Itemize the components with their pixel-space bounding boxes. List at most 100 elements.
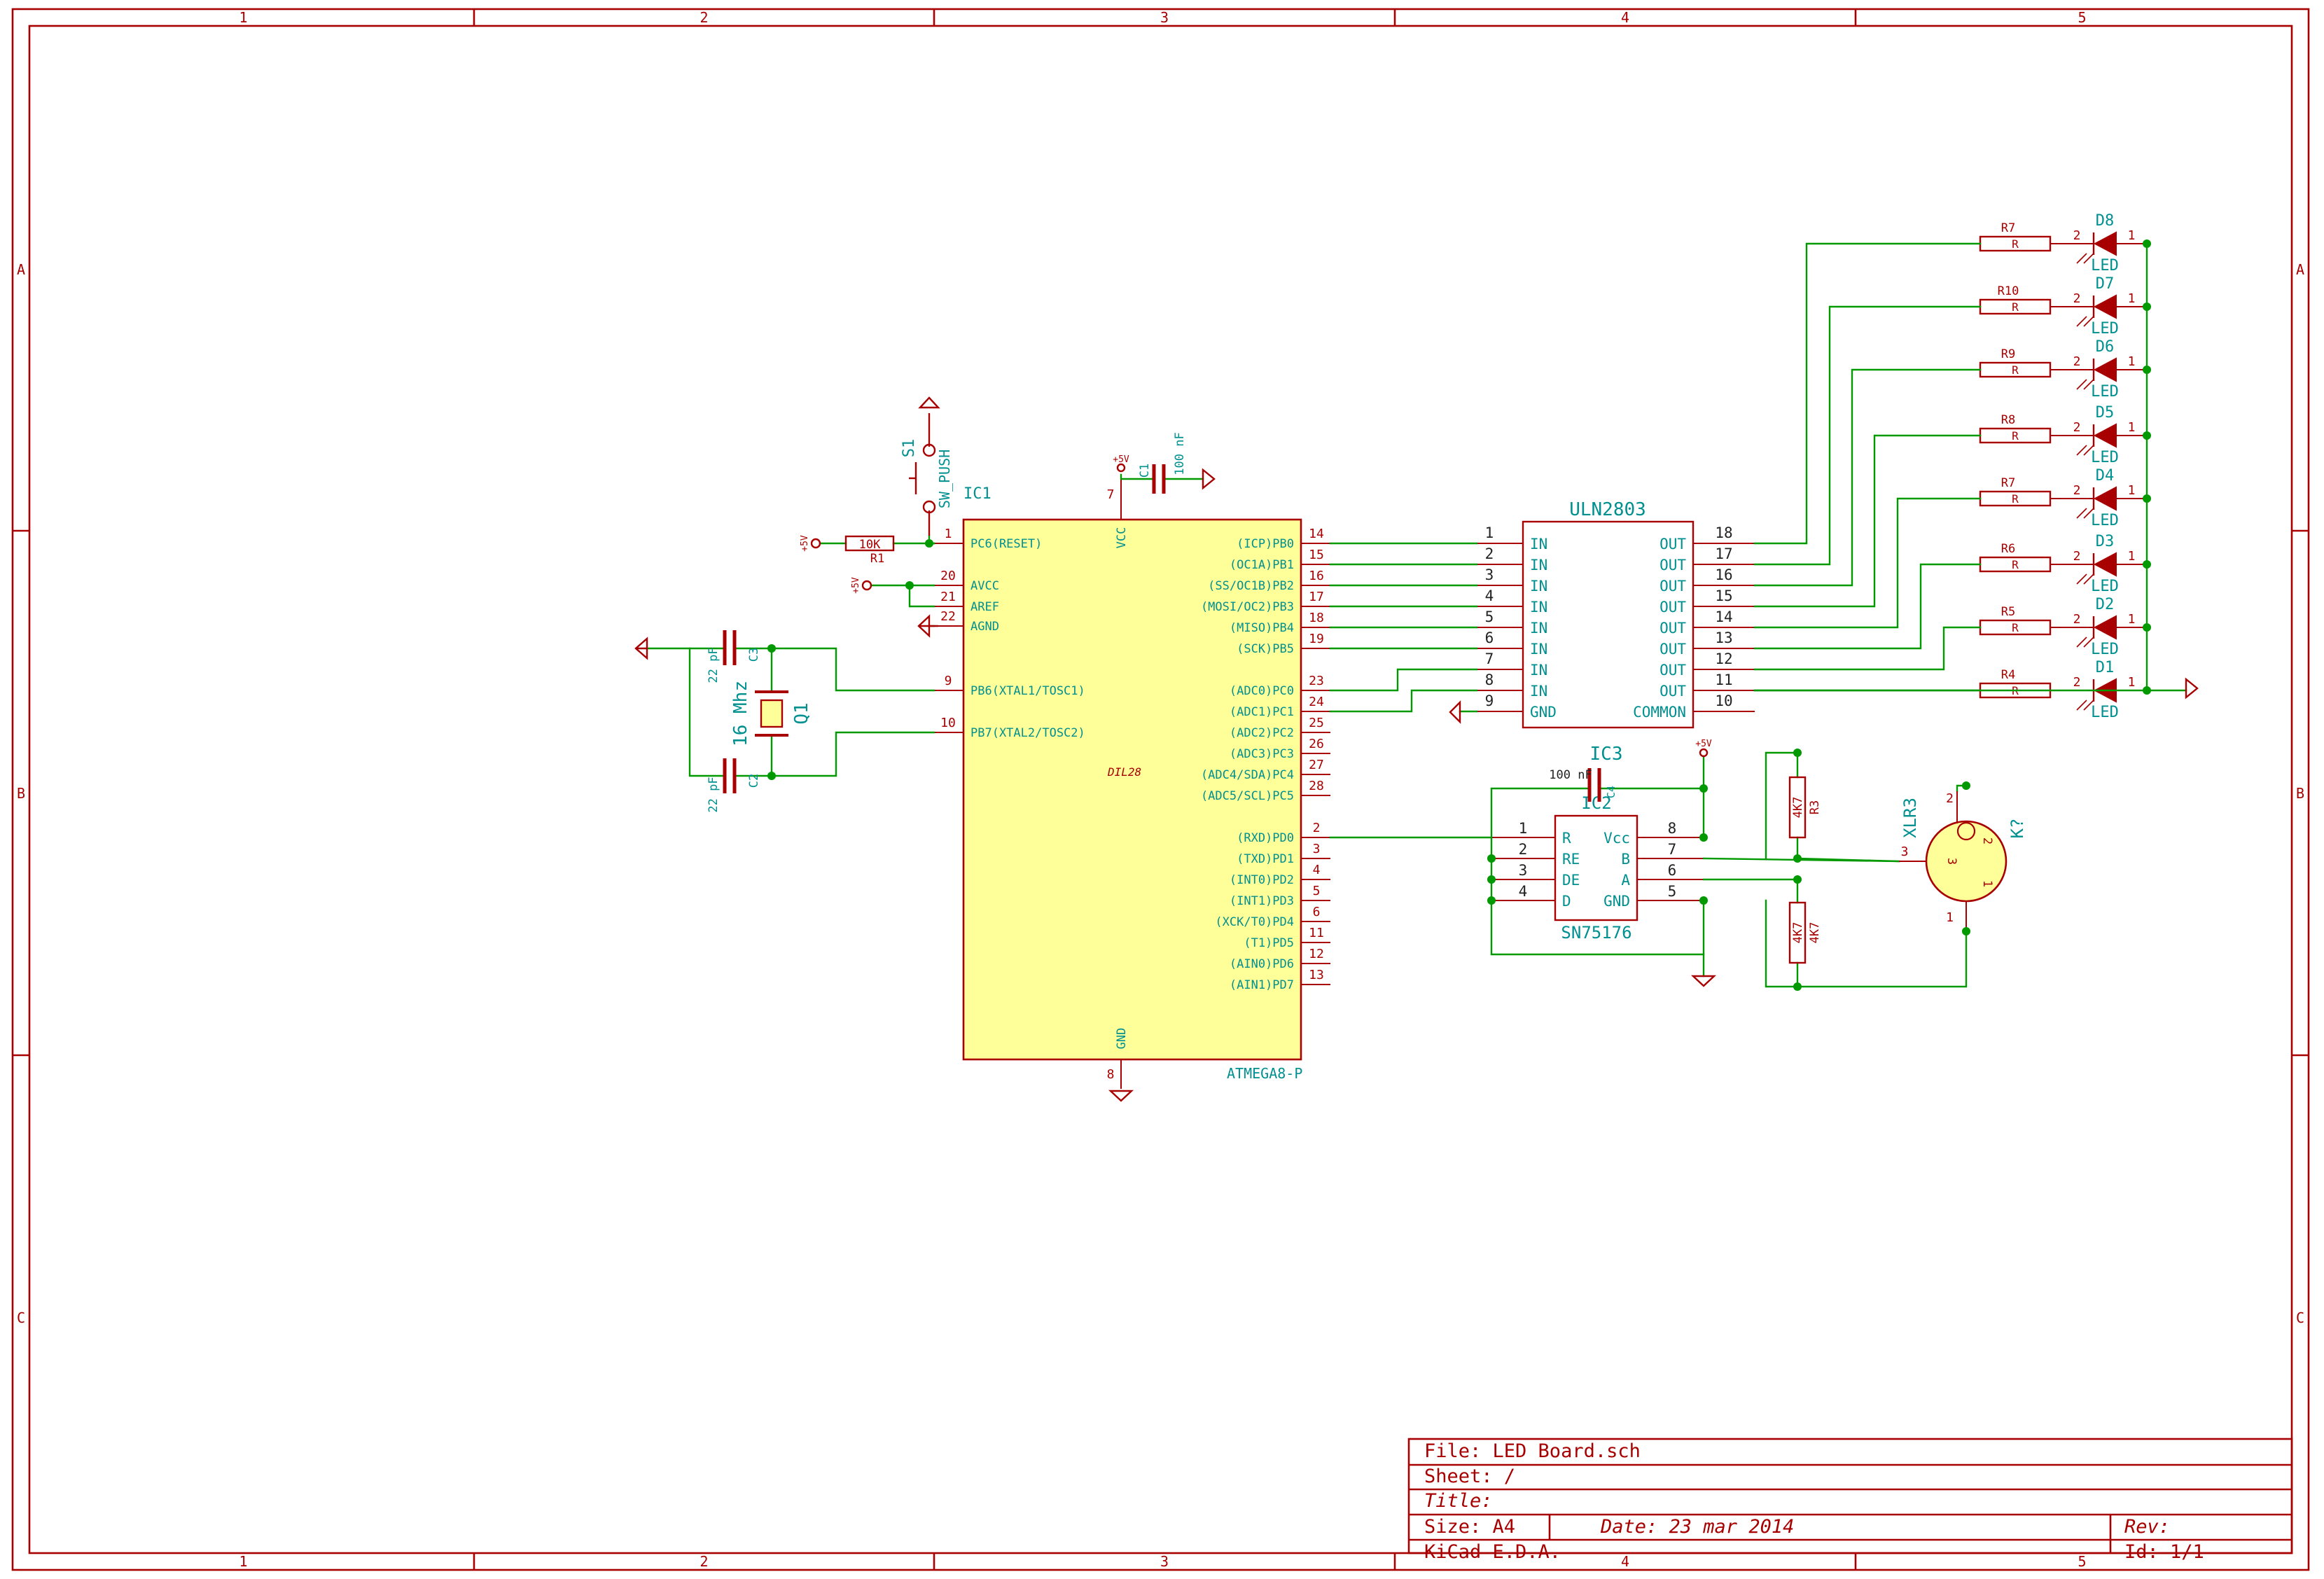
xlr-inner-3: 3 — [1944, 858, 1958, 865]
led-cathode-pin: 1 — [2128, 228, 2136, 243]
wire-segment — [1753, 368, 1982, 587]
uln-right-pin-name: OUT — [1659, 641, 1686, 658]
mcu-right-pin-num: 4 — [1313, 863, 1321, 877]
led-light-arrows — [2076, 700, 2094, 711]
c2-value: 22 pF — [707, 777, 721, 812]
led-light-arrows — [2076, 445, 2094, 456]
led-value: LED — [2091, 641, 2119, 658]
led-resistor-ref: R4 — [2001, 668, 2015, 682]
r2-ref: 4K7 — [1808, 922, 1822, 944]
mcu-right-pin-num: 3 — [1313, 842, 1321, 856]
uln-left-pin-num: 8 — [1485, 672, 1494, 688]
frame-row-label-left: B — [17, 785, 25, 802]
led-light-arrows — [2076, 316, 2094, 327]
led-light-arrows — [2076, 379, 2094, 390]
mcu-right-pin-num: 12 — [1309, 947, 1324, 961]
sn-left-pin-name: RE — [1562, 851, 1580, 868]
sn-left-pin-num: 1 — [1519, 820, 1528, 837]
r3-value: 4K7 — [1791, 797, 1805, 819]
frame-col-label-bottom: 2 — [700, 1553, 708, 1570]
uln-left-pin-num: 2 — [1485, 545, 1494, 562]
wire-segment — [1753, 497, 1982, 629]
sn-ref: IC2 — [1581, 793, 1611, 813]
title-block: File: LED Board.sch Sheet: / Title: Size… — [1407, 1438, 2293, 1563]
mcu-right-pin-name: (ADC0)PC0 — [1230, 684, 1294, 698]
mcu-right-pin-num: 15 — [1309, 548, 1324, 562]
uln-left-pin-name: IN — [1530, 557, 1547, 573]
mcu-right-pin-name: (SS/OC1B)PB2 — [1208, 579, 1294, 593]
led-ref: D7 — [2096, 275, 2115, 293]
uln-left-pin-name: GND — [1530, 704, 1557, 721]
sn-right-pin-num: 8 — [1668, 820, 1677, 837]
mcu-right-pin-name: (ICP)PB0 — [1237, 537, 1294, 551]
mcu-right-pin-name: (ADC1)PC1 — [1230, 705, 1294, 719]
mcu-right-pin-num: 6 — [1313, 905, 1321, 919]
junction-dot — [1793, 875, 1802, 884]
capacitor-c3: C3 22 pF — [707, 630, 761, 683]
mcu-ref: IC1 — [963, 485, 991, 503]
mcu-right-pin-num: 19 — [1309, 632, 1324, 646]
r1-ref: R1 — [870, 552, 884, 566]
led-diode-symbol — [2093, 231, 2117, 256]
mcu-right-pin-num: 17 — [1309, 590, 1324, 604]
uln-left-pin-num: 3 — [1485, 566, 1494, 583]
frame-col-label-top: 3 — [1160, 9, 1169, 26]
mcu-right-pin-name: (AIN1)PD7 — [1230, 978, 1294, 992]
c1-value: 100 nF — [1173, 432, 1187, 475]
tb-sheet: Sheet: / — [1424, 1466, 1515, 1487]
uln-left-pin-num: 6 — [1485, 629, 1494, 646]
crystal-gnd-symbol — [634, 637, 648, 660]
sn-right-pin-name: B — [1621, 851, 1630, 868]
r1-value: 10K — [859, 538, 881, 552]
led-ref: D6 — [2096, 338, 2115, 356]
mcu-right-pin-num: 5 — [1313, 884, 1321, 898]
mcu-value: ATMEGA8-P — [1227, 1065, 1302, 1082]
capacitor-c1: C1 100 nF +5V — [1113, 432, 1216, 494]
mcu-right-pin-name: (OC1A)PB1 — [1230, 558, 1294, 572]
tb-tool: KiCad E.D.A. — [1424, 1541, 1561, 1563]
tb-id: Id: 1/1 — [2124, 1541, 2204, 1563]
sn-left-pin-num: 4 — [1519, 883, 1528, 900]
uln-right-pin-name: OUT — [1659, 662, 1686, 679]
xlr-inner-1: 1 — [1980, 880, 1994, 887]
led-ref: D1 — [2096, 659, 2115, 676]
wire-segment — [1490, 899, 1705, 978]
mcu-right-pin-name: (RXD)PD0 — [1237, 831, 1294, 845]
resistor-r3: 4K7 R3 — [1788, 776, 1822, 839]
xlr-value: K? — [2008, 819, 2027, 839]
led-cathode-pin: 1 — [2128, 549, 2136, 564]
junction-dot — [2143, 560, 2151, 569]
tb-date: Date: 23 mar 2014 — [1600, 1516, 1794, 1538]
led-anode-pin: 2 — [2073, 228, 2081, 243]
led-light-arrows — [2076, 637, 2094, 648]
sn-left-pin-name: DE — [1562, 872, 1580, 889]
sn-left-pin-name: R — [1562, 830, 1571, 847]
led-anode-pin: 2 — [2073, 549, 2081, 564]
junction-dot — [2143, 302, 2151, 311]
sn-right-pin-name: GND — [1603, 893, 1630, 910]
led-diode-symbol — [2093, 486, 2117, 511]
uln-left-pin-name: IN — [1530, 578, 1547, 594]
mcu-right-pin-num: 2 — [1313, 821, 1321, 835]
c4-5v-label: +5V — [1695, 739, 1712, 749]
led-resistor-value: R — [2012, 363, 2019, 377]
frame-row-label-right: C — [2296, 1309, 2304, 1326]
mcu-right-pin-name: (ADC5/SCL)PC5 — [1201, 789, 1294, 803]
c2-ref: C2 — [747, 774, 761, 788]
wire-segment — [1120, 473, 1155, 480]
mcu-left-pin-name: AREF — [970, 600, 999, 614]
mcu-left-pin-num: 9 — [945, 674, 952, 688]
led-resistor-ref: R7 — [2001, 476, 2015, 490]
sn-left-pin-name: D — [1562, 893, 1571, 910]
frame-row-label-left: C — [17, 1309, 25, 1326]
junction-dot — [2143, 366, 2151, 374]
frame-col-label-bottom: 1 — [239, 1553, 247, 1570]
sn-right-pin-name: Vcc — [1603, 830, 1630, 847]
wire-segment — [688, 647, 726, 777]
xlr-pin3-num: 3 — [1901, 844, 1909, 859]
led-resistor-value: R — [2012, 237, 2019, 251]
